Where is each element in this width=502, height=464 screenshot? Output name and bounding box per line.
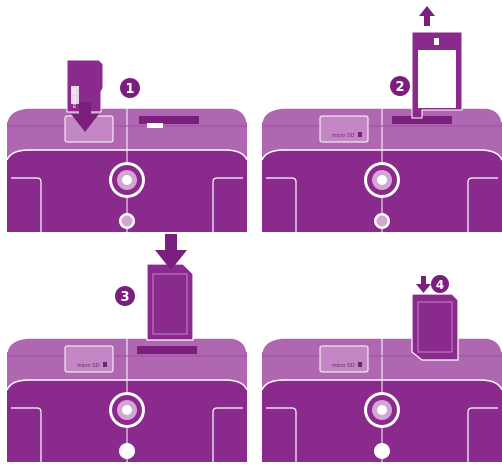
step-3-panel: micro SD 3 bbox=[6, 234, 248, 463]
step-badge: 1 bbox=[120, 78, 140, 98]
remove-arrow-icon bbox=[419, 6, 435, 26]
insert-arrow-icon bbox=[155, 234, 187, 270]
svg-text:1: 1 bbox=[125, 82, 134, 97]
step-1-panel: micro SD 1 bbox=[6, 59, 248, 233]
svg-text:micro SD: micro SD bbox=[72, 87, 78, 108]
step-badge: 2 bbox=[390, 76, 410, 96]
step-4-panel: micro SD 4 bbox=[261, 275, 502, 463]
push-arrow-icon bbox=[416, 276, 431, 293]
svg-text:micro SD: micro SD bbox=[332, 363, 355, 369]
step-2-panel: micro SD 2 bbox=[261, 6, 502, 233]
card-adapter-icon bbox=[146, 263, 194, 341]
camera-lens-icon bbox=[109, 392, 145, 459]
micro-sd-card-icon: micro SD bbox=[66, 59, 104, 113]
svg-text:micro SD: micro SD bbox=[332, 133, 355, 139]
step-badge: 4 bbox=[431, 275, 449, 293]
card-adapter-icon bbox=[411, 293, 459, 361]
insert-arrow-icon bbox=[71, 102, 99, 132]
svg-text:3: 3 bbox=[120, 290, 129, 305]
card-adapter-icon bbox=[411, 31, 463, 119]
camera-lens-icon bbox=[109, 162, 145, 229]
step-badge: 3 bbox=[115, 286, 135, 306]
svg-text:2: 2 bbox=[395, 80, 404, 95]
camera-lens-icon bbox=[364, 162, 400, 229]
camera-lens-icon bbox=[364, 392, 400, 459]
svg-text:micro SD: micro SD bbox=[77, 363, 100, 369]
svg-text:4: 4 bbox=[436, 278, 444, 292]
